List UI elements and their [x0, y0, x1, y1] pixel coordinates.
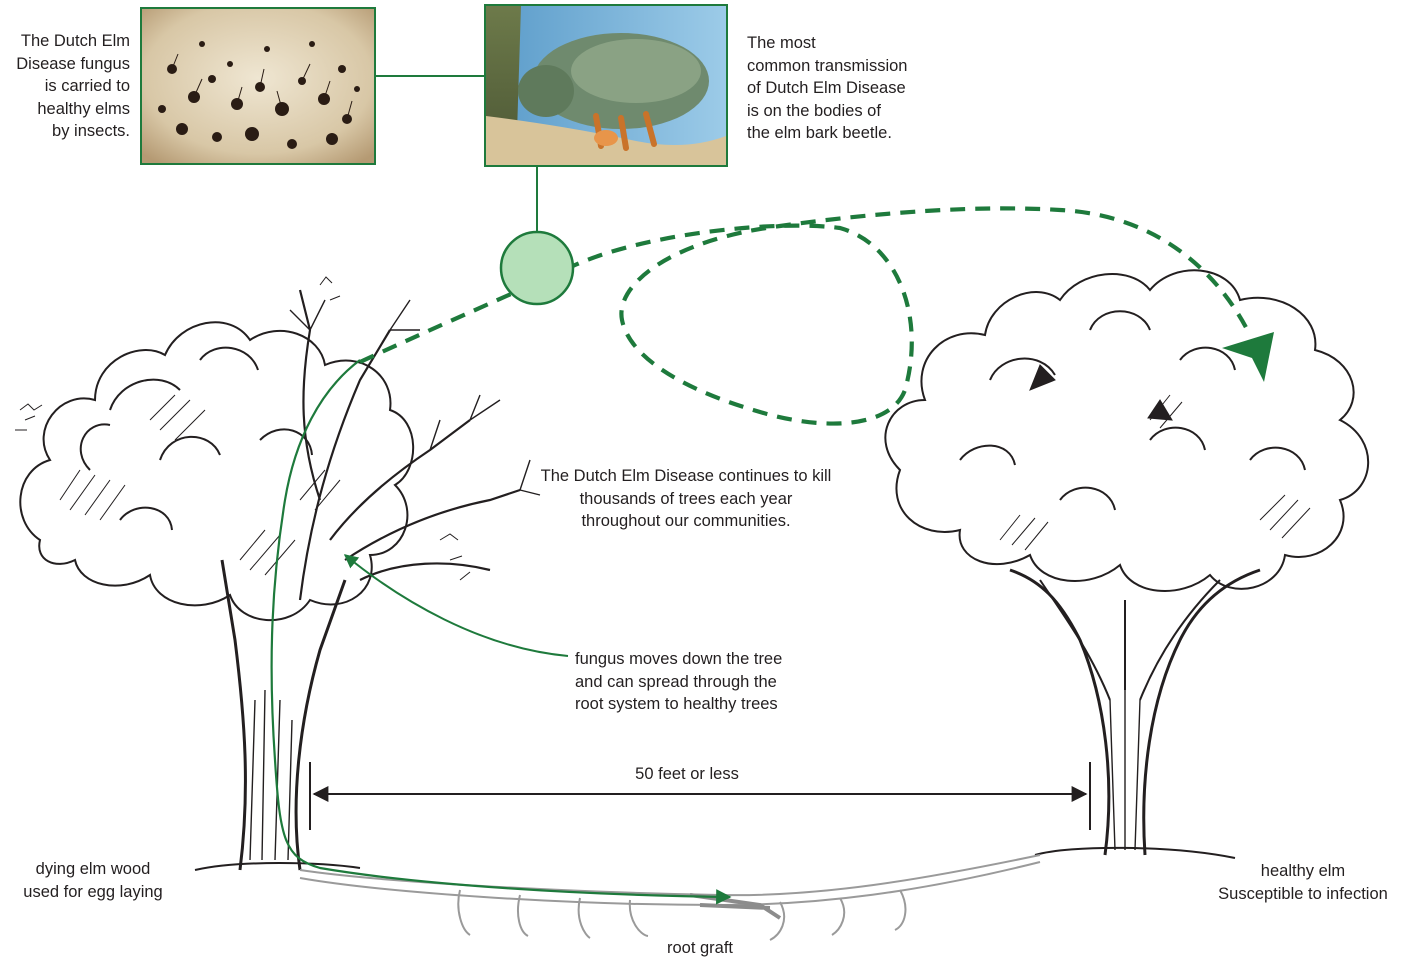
dying-elm-caption: dying elm wood used for egg laying [0, 858, 186, 903]
caption-line: The most [747, 32, 907, 55]
beetle-circle [501, 232, 573, 304]
ground-line [195, 848, 1235, 870]
healthy-elm-tree [885, 270, 1368, 855]
distance-label: 50 feet or less [587, 763, 787, 786]
caption-line: is on the bodies of [747, 100, 907, 123]
caption-line: thousands of trees each year [506, 488, 866, 511]
fungus-spread-caption: fungus moves down the tree and can sprea… [575, 648, 782, 716]
caption-line: throughout our communities. [506, 510, 866, 533]
beetle-flight-path [360, 208, 1250, 423]
healthy-elm-caption: healthy elm Susceptible to infection [1200, 860, 1406, 905]
center-caption: The Dutch Elm Disease continues to kill … [506, 465, 866, 533]
beetle-photo-caption: The most common transmission of Dutch El… [747, 32, 907, 145]
caption-line: fungus moves down the tree [575, 648, 782, 671]
caption-line: the elm bark beetle. [747, 122, 907, 145]
caption-line: common transmission [747, 55, 907, 78]
caption-line: The Dutch Elm Disease continues to kill [506, 465, 866, 488]
flight-arrowhead [1222, 332, 1274, 382]
fungus-arrow [345, 555, 568, 656]
caption-line: root system to healthy trees [575, 693, 782, 716]
root-system [300, 855, 1040, 940]
caption-line: used for egg laying [0, 881, 186, 904]
caption-line: and can spread through the [575, 671, 782, 694]
root-graft-label: root graft [620, 937, 780, 960]
caption-line: Disease fungus [0, 53, 130, 76]
caption-line: dying elm wood [0, 858, 186, 881]
caption-line: by insects. [0, 120, 130, 143]
caption-line: The Dutch Elm [0, 30, 130, 53]
caption-line: Susceptible to infection [1200, 883, 1406, 906]
fungus-photo-caption: The Dutch Elm Disease fungus is carried … [0, 30, 130, 143]
caption-line: healthy elm [1200, 860, 1406, 883]
caption-line: is carried to [0, 75, 130, 98]
caption-line: healthy elms [0, 98, 130, 121]
fungus-path [272, 360, 730, 897]
caption-line: of Dutch Elm Disease [747, 77, 907, 100]
